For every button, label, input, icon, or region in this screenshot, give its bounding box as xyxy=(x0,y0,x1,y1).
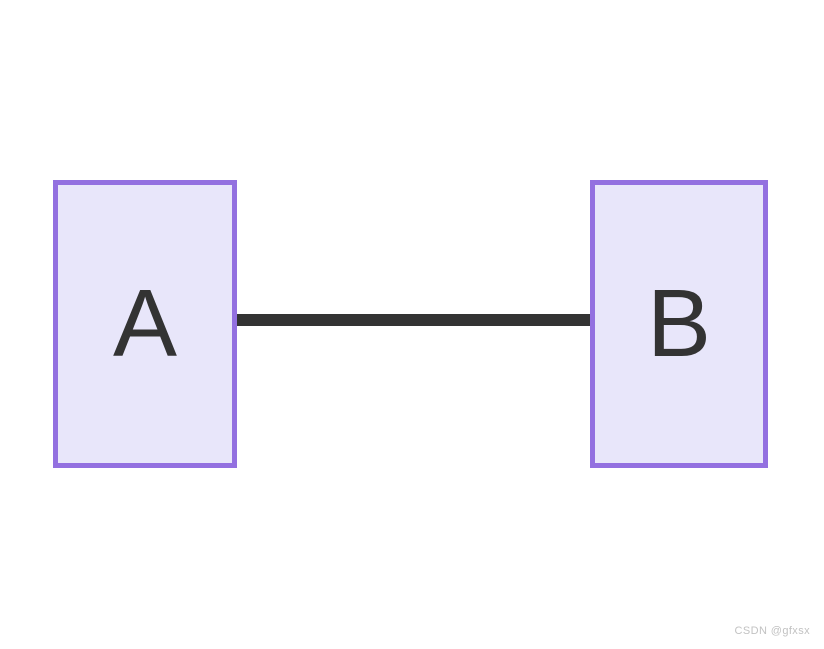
diagram-node-b[interactable]: B xyxy=(590,180,768,468)
diagram-node-a[interactable]: A xyxy=(53,180,237,468)
diagram-node-b-label: B xyxy=(646,270,712,377)
watermark-text: CSDN @gfxsx xyxy=(734,625,810,637)
diagram-node-a-label: A xyxy=(112,270,178,377)
diagram-edge-a-b[interactable] xyxy=(237,314,590,326)
